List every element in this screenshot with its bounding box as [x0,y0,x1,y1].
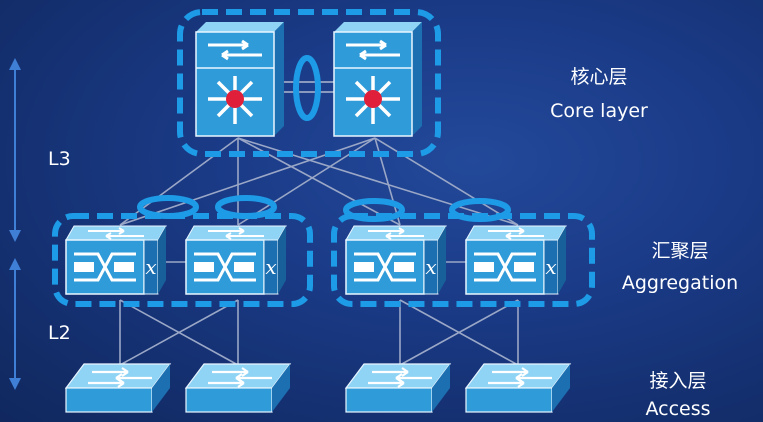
svg-text:x: x [545,255,556,279]
router-hub-icon [364,90,382,108]
core-switch-right[interactable] [333,22,422,137]
aggregation-group-box-right [331,213,595,307]
aggregation-layer-label-cn: 汇聚层 [651,240,709,262]
port-channel-ring [137,195,199,219]
port-channel-ring [343,198,405,222]
access-switch-1[interactable] [64,363,172,413]
l3-range-arrow [9,58,21,242]
workgroup-switch-icon [344,363,452,413]
svg-text:x: x [145,255,156,279]
workgroup-switch-icon [464,363,572,413]
aggregation-switch-3[interactable]: x [345,225,447,295]
aggregation-switch-4[interactable]: x [465,225,567,295]
core-group-box [177,9,441,157]
core-layer-label-cn: 核心层 [570,66,628,88]
core-port-channel-ring [293,55,321,121]
multilayer-switch-icon: x [185,225,287,295]
access-switch-3[interactable] [344,363,452,413]
core-layer-label-en: Core layer [550,100,648,122]
l3-label: L3 [48,148,71,170]
svg-text:x: x [425,255,436,279]
workgroup-switch-icon [184,363,292,413]
multilayer-switch-icon: x [345,225,447,295]
multilayer-switch-icon: x [465,225,567,295]
core-aggregation-links [119,137,519,226]
layer3-switch-icon [195,22,284,137]
layer3-switch-icon [333,22,422,137]
core-interconnect [275,55,337,121]
aggregation-layer-label-en: Aggregation [621,272,739,294]
multilayer-switch-icon: x [65,225,167,295]
aggregation-access-links [119,299,519,366]
aggregation-switch-1[interactable]: x [65,225,167,295]
access-layer-label-cn: 接入层 [649,370,707,392]
l2-label: L2 [48,322,71,344]
workgroup-switch-icon [64,363,172,413]
svg-text:x: x [265,255,276,279]
access-switch-4[interactable] [464,363,572,413]
l2-range-arrow [9,258,21,390]
router-hub-icon [226,90,244,108]
access-layer-label-en: Access [645,398,711,420]
aggregation-switch-2[interactable]: x [185,225,287,295]
core-switch-left[interactable] [195,22,284,137]
aggregation-group-box-left [52,213,313,307]
access-switch-2[interactable] [184,363,292,413]
